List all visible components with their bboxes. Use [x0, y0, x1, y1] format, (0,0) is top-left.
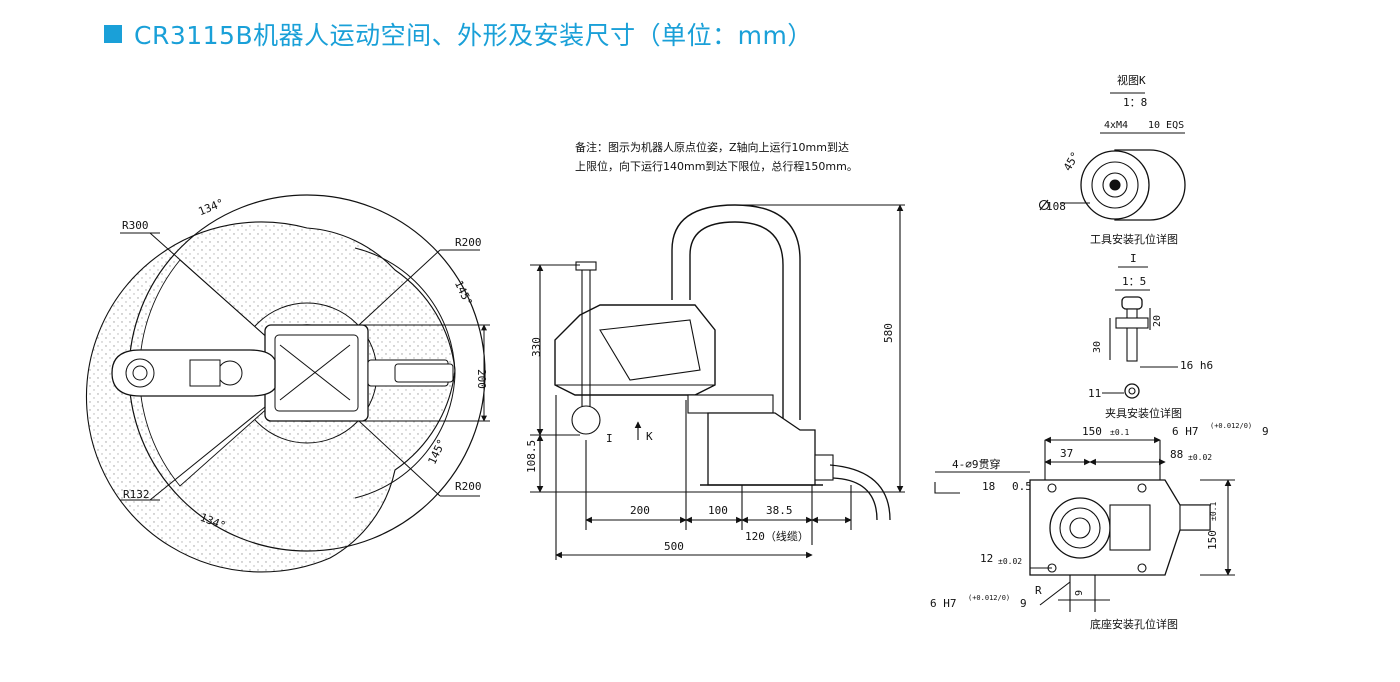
- base-tol-150-side: ±0.1: [1209, 502, 1218, 521]
- base-counterbore-depth: 0.5: [1012, 480, 1032, 493]
- tool-hole-dim-11: 11: [1088, 387, 1101, 400]
- side-dim-108-5: 108.5: [525, 440, 538, 473]
- svg-text:备注：图示为机器人原点位姿，Z轴向上运行10mm到达: 备注：图示为机器人原点位姿，Z轴向上运行10mm到达: [575, 140, 849, 154]
- side-dim-120: 120（线缆）: [745, 529, 809, 543]
- label-r132: R132: [123, 488, 150, 501]
- svg-text:上限位，向下运行140mm到达下限位，总行程150mm。: 上限位，向下运行140mm到达下限位，总行程150mm。: [575, 159, 858, 173]
- tool-hole-label: I: [1130, 252, 1137, 265]
- side-dim-100: 100: [708, 504, 728, 517]
- label-angle-145-top: 145°: [452, 279, 475, 309]
- base-tol-12: ±0.02: [998, 557, 1022, 566]
- base-tol-88: ±0.02: [1188, 453, 1212, 462]
- base-counterbore: 18: [982, 480, 995, 493]
- base-dim-37: 37: [1060, 447, 1073, 460]
- base-tol-150-top: ±0.1: [1110, 428, 1129, 437]
- view-k-spec-depth: 10 EQS: [1148, 120, 1184, 131]
- label-r200-bottom: R200: [455, 480, 482, 493]
- top-view-diagram: [85, 194, 490, 573]
- base-through-hole: 4-∅9贯穿: [952, 457, 1001, 471]
- view-k-diagram: [1038, 92, 1186, 221]
- tool-hole-diagram: [1102, 266, 1178, 399]
- base-diagram: [934, 436, 1235, 612]
- base-dim-9: 9: [1074, 590, 1085, 596]
- label-dim-200-top: 200: [475, 369, 488, 389]
- base-hole-top: 6 H7: [1172, 425, 1199, 438]
- label-r200-top: R200: [455, 236, 482, 249]
- side-dim-580: 580: [882, 323, 895, 343]
- side-view-diagram: [530, 204, 905, 560]
- side-view-note: 备注：图示为机器人原点位姿，Z轴向上运行10mm到达 上限位，向下运行140mm…: [575, 140, 858, 173]
- base-label-r: R: [1035, 584, 1042, 597]
- base-hole-bottom-tol: (+0.012/0): [968, 594, 1010, 602]
- base-dim-150-top: 150: [1082, 425, 1102, 438]
- label-angle-145-bottom: 145°: [426, 437, 449, 467]
- view-k-diameter: 108: [1046, 200, 1066, 213]
- side-dim-330: 330: [530, 337, 543, 357]
- base-bottom-title: 底座安装孔位详图: [1090, 617, 1178, 631]
- view-k-title: 视图K: [1117, 73, 1146, 87]
- base-hole-bottom: 6 H7: [930, 597, 957, 610]
- side-dim-200: 200: [630, 504, 650, 517]
- page-title: CR3115B机器人运动空间、外形及安装尺寸（单位：mm）: [104, 16, 813, 52]
- base-dim-150-side: 150: [1206, 530, 1219, 550]
- base-hole-bottom-depth: 9: [1020, 597, 1027, 610]
- base-dim-12: 12: [980, 552, 993, 565]
- view-k-spec: 4xM4: [1104, 120, 1128, 131]
- label-angle-134-top: 134°: [196, 196, 225, 218]
- base-hole-top-tol: (+0.012/0): [1210, 422, 1252, 430]
- view-k-angle: 45°: [1061, 149, 1082, 173]
- side-dim-500: 500: [664, 540, 684, 553]
- label-r300: R300: [122, 219, 149, 232]
- view-k-scale: 1：8: [1123, 96, 1147, 109]
- side-dim-38-5: 38.5: [766, 504, 793, 517]
- fixture-title: 夹具安装位详图: [1105, 406, 1182, 420]
- title-text: CR3115B机器人运动空间、外形及安装尺寸（单位：mm）: [134, 21, 813, 50]
- base-dim-88: 88: [1170, 448, 1183, 461]
- side-label-i: I: [606, 432, 613, 445]
- title-square-icon: [104, 25, 122, 43]
- tool-hole-dim-20: 20: [1152, 315, 1163, 327]
- tool-hole-title: 工具安装孔位详图: [1090, 232, 1178, 246]
- side-label-k: K: [646, 430, 653, 443]
- tool-hole-dim-30: 30: [1092, 341, 1103, 353]
- tool-hole-scale: 1：5: [1122, 275, 1146, 288]
- tool-hole-dim-16: 16 h6: [1180, 359, 1213, 372]
- base-hole-top-depth: 9: [1262, 425, 1269, 438]
